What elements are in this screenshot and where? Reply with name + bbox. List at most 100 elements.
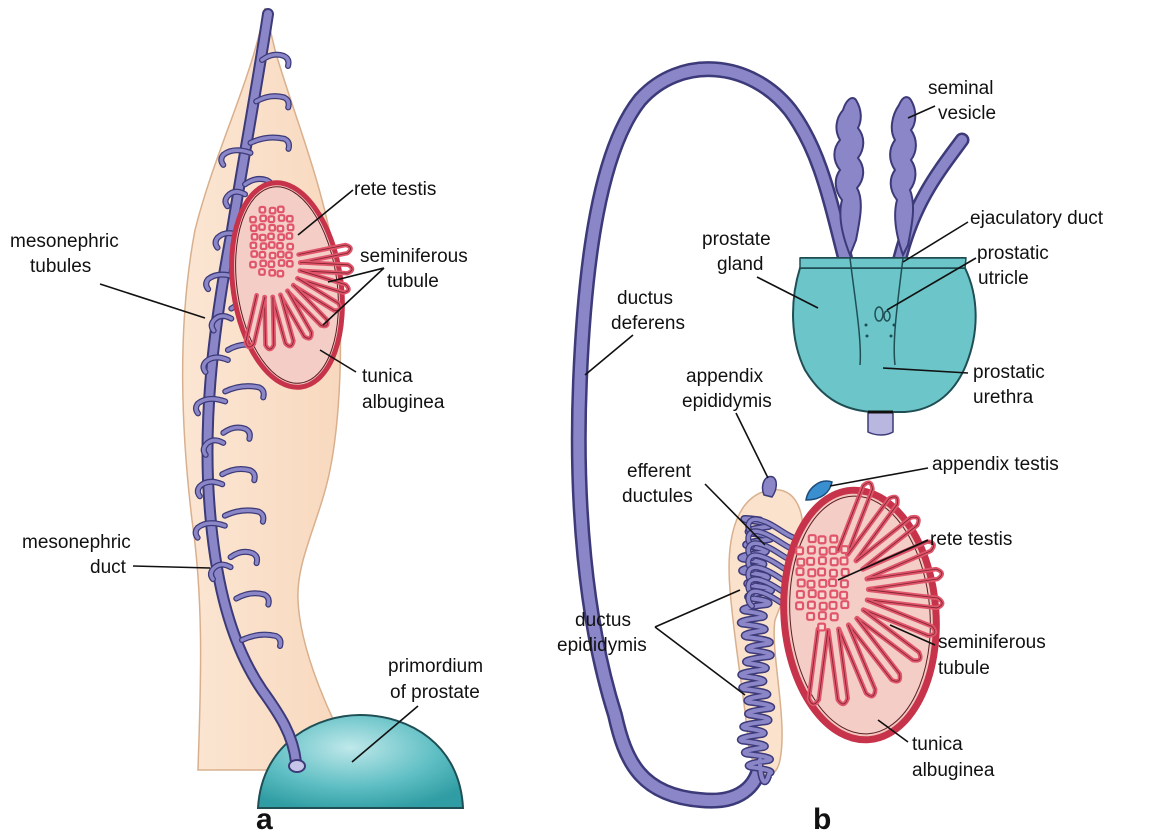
rete-testis-cell: [250, 217, 256, 223]
rete-testis-cell: [841, 558, 848, 565]
label-primordium-line2: of prostate: [390, 682, 480, 703]
rete-testis-cell: [251, 243, 257, 249]
duct-opening-a: [289, 760, 305, 772]
leader-appendix-epididymis: [736, 413, 768, 478]
rete-testis-cell: [268, 234, 274, 240]
rete-testis-cell: [819, 591, 826, 598]
rete-testis-cell: [252, 234, 258, 240]
label-seminiferous-tubule-b-line2: tubule: [938, 658, 990, 679]
rete-testis-cell: [796, 547, 803, 554]
rete-testis-cell: [797, 559, 804, 566]
prostatic-urethra-outlet: [868, 412, 893, 435]
leader-appendix-testis: [830, 468, 928, 486]
prostate-dot-1: [865, 324, 868, 327]
rete-testis-cell: [278, 252, 284, 258]
rete-testis-cell: [287, 233, 293, 239]
rete-testis-cell: [278, 207, 284, 213]
label-mesonephric-tubules-line1: mesonephric: [10, 231, 119, 252]
rete-testis-cell: [269, 242, 275, 248]
rete-testis-cell: [269, 216, 275, 222]
rete-testis-cell: [809, 535, 816, 542]
appendix-epididymis-shape: [763, 476, 777, 497]
prostate-dot-3: [866, 335, 869, 338]
rete-testis-cell: [270, 253, 276, 259]
rete-testis-cell: [831, 558, 838, 565]
rete-testis-cell: [831, 613, 838, 620]
rete-testis-cell: [251, 251, 257, 257]
label-seminiferous-tubule-a-line2: tubule: [387, 271, 439, 292]
label-prostatic-utricle-line2: utricle: [978, 268, 1029, 289]
label-appendix-testis: appendix testis: [932, 454, 1059, 475]
rete-testis-cell: [830, 591, 837, 598]
label-seminiferous-tubule-a-line1: seminiferous: [360, 246, 468, 267]
rete-testis-cell: [807, 613, 814, 620]
rete-testis-cell: [279, 215, 285, 221]
panel-b: seminal vesicle ejaculatory duct prostat…: [557, 69, 1104, 834]
rete-testis-cell: [260, 261, 266, 267]
rete-testis-cell: [269, 261, 275, 267]
label-efferent-ductules-line1: efferent: [627, 461, 692, 482]
panel-letter-b: b: [813, 803, 831, 834]
rete-testis-cell: [841, 580, 848, 587]
label-prostatic-urethra-line2: urethra: [973, 387, 1034, 408]
rete-testis-cell: [830, 570, 837, 577]
prostate-top: [800, 258, 966, 268]
label-efferent-ductules-line2: ductules: [622, 486, 693, 507]
rete-testis-cell: [260, 216, 266, 222]
rete-testis-cell: [287, 261, 293, 267]
rete-testis-cell: [277, 243, 283, 249]
rete-testis-cell: [819, 580, 826, 587]
rete-testis-cell: [278, 234, 284, 240]
prostate-dot-4: [890, 335, 893, 338]
rete-testis-cell: [797, 568, 804, 575]
rete-testis-cell: [287, 244, 293, 250]
rete-testis-cell: [820, 603, 827, 610]
rete-testis-cell: [251, 225, 257, 231]
label-ductus-deferens-line1: ductus: [617, 288, 673, 309]
label-rete-testis-b: rete testis: [930, 529, 1012, 550]
rete-testis-cell: [809, 590, 816, 597]
rete-testis-cell: [820, 548, 827, 555]
rete-testis-cell: [260, 252, 266, 258]
rete-testis-cell: [279, 260, 285, 266]
label-tunica-albuginea-b-line2: albuginea: [912, 760, 995, 781]
rete-testis-cell: [259, 224, 265, 230]
rete-testis-cell: [829, 579, 836, 586]
label-mesonephric-duct-line1: mesonephric: [22, 532, 131, 553]
rete-testis-cell: [818, 569, 825, 576]
label-ejaculatory-duct: ejaculatory duct: [970, 208, 1104, 229]
rete-testis-cell: [278, 271, 284, 277]
label-ductus-epididymis-line2: epididymis: [557, 635, 647, 656]
rete-testis-cell: [819, 557, 826, 564]
rete-testis-cell: [798, 580, 805, 587]
rete-testis-cell: [830, 547, 837, 554]
label-tunica-albuginea-a-line1: tunica: [362, 366, 413, 387]
label-tunica-albuginea-a-line2: albuginea: [362, 392, 445, 413]
rete-testis-cell: [840, 592, 847, 599]
prostate-dot-2: [893, 324, 896, 327]
panel-a: rete testis mesonephric tubules seminife…: [10, 8, 483, 834]
label-ductus-deferens-line2: deferens: [611, 313, 685, 334]
label-prostatic-urethra-line1: prostatic: [973, 362, 1045, 383]
rete-testis-cell: [830, 602, 837, 609]
rete-testis-cell: [278, 226, 284, 232]
rete-testis-cell: [270, 208, 276, 214]
rete-testis-cell: [808, 569, 815, 576]
prostate-gland-shape: [793, 268, 976, 412]
label-rete-testis-a: rete testis: [354, 179, 436, 200]
label-seminal-vesicle-line2: vesicle: [938, 103, 996, 124]
rete-testis-cell: [269, 225, 275, 231]
rete-testis-cell: [818, 624, 825, 631]
label-ductus-epididymis-line1: ductus: [575, 610, 631, 631]
rete-testis-cell: [819, 612, 826, 619]
rete-testis-cell: [259, 269, 265, 275]
rete-testis-cell: [261, 243, 267, 249]
rete-testis-cell: [841, 546, 848, 553]
rete-testis-cell: [796, 602, 803, 609]
label-primordium-line1: primordium: [388, 656, 483, 677]
label-seminal-vesicle-line1: seminal: [928, 78, 993, 99]
rete-testis-cell: [260, 235, 266, 241]
rete-testis-cell: [260, 207, 266, 213]
rete-testis-cell: [797, 591, 804, 598]
